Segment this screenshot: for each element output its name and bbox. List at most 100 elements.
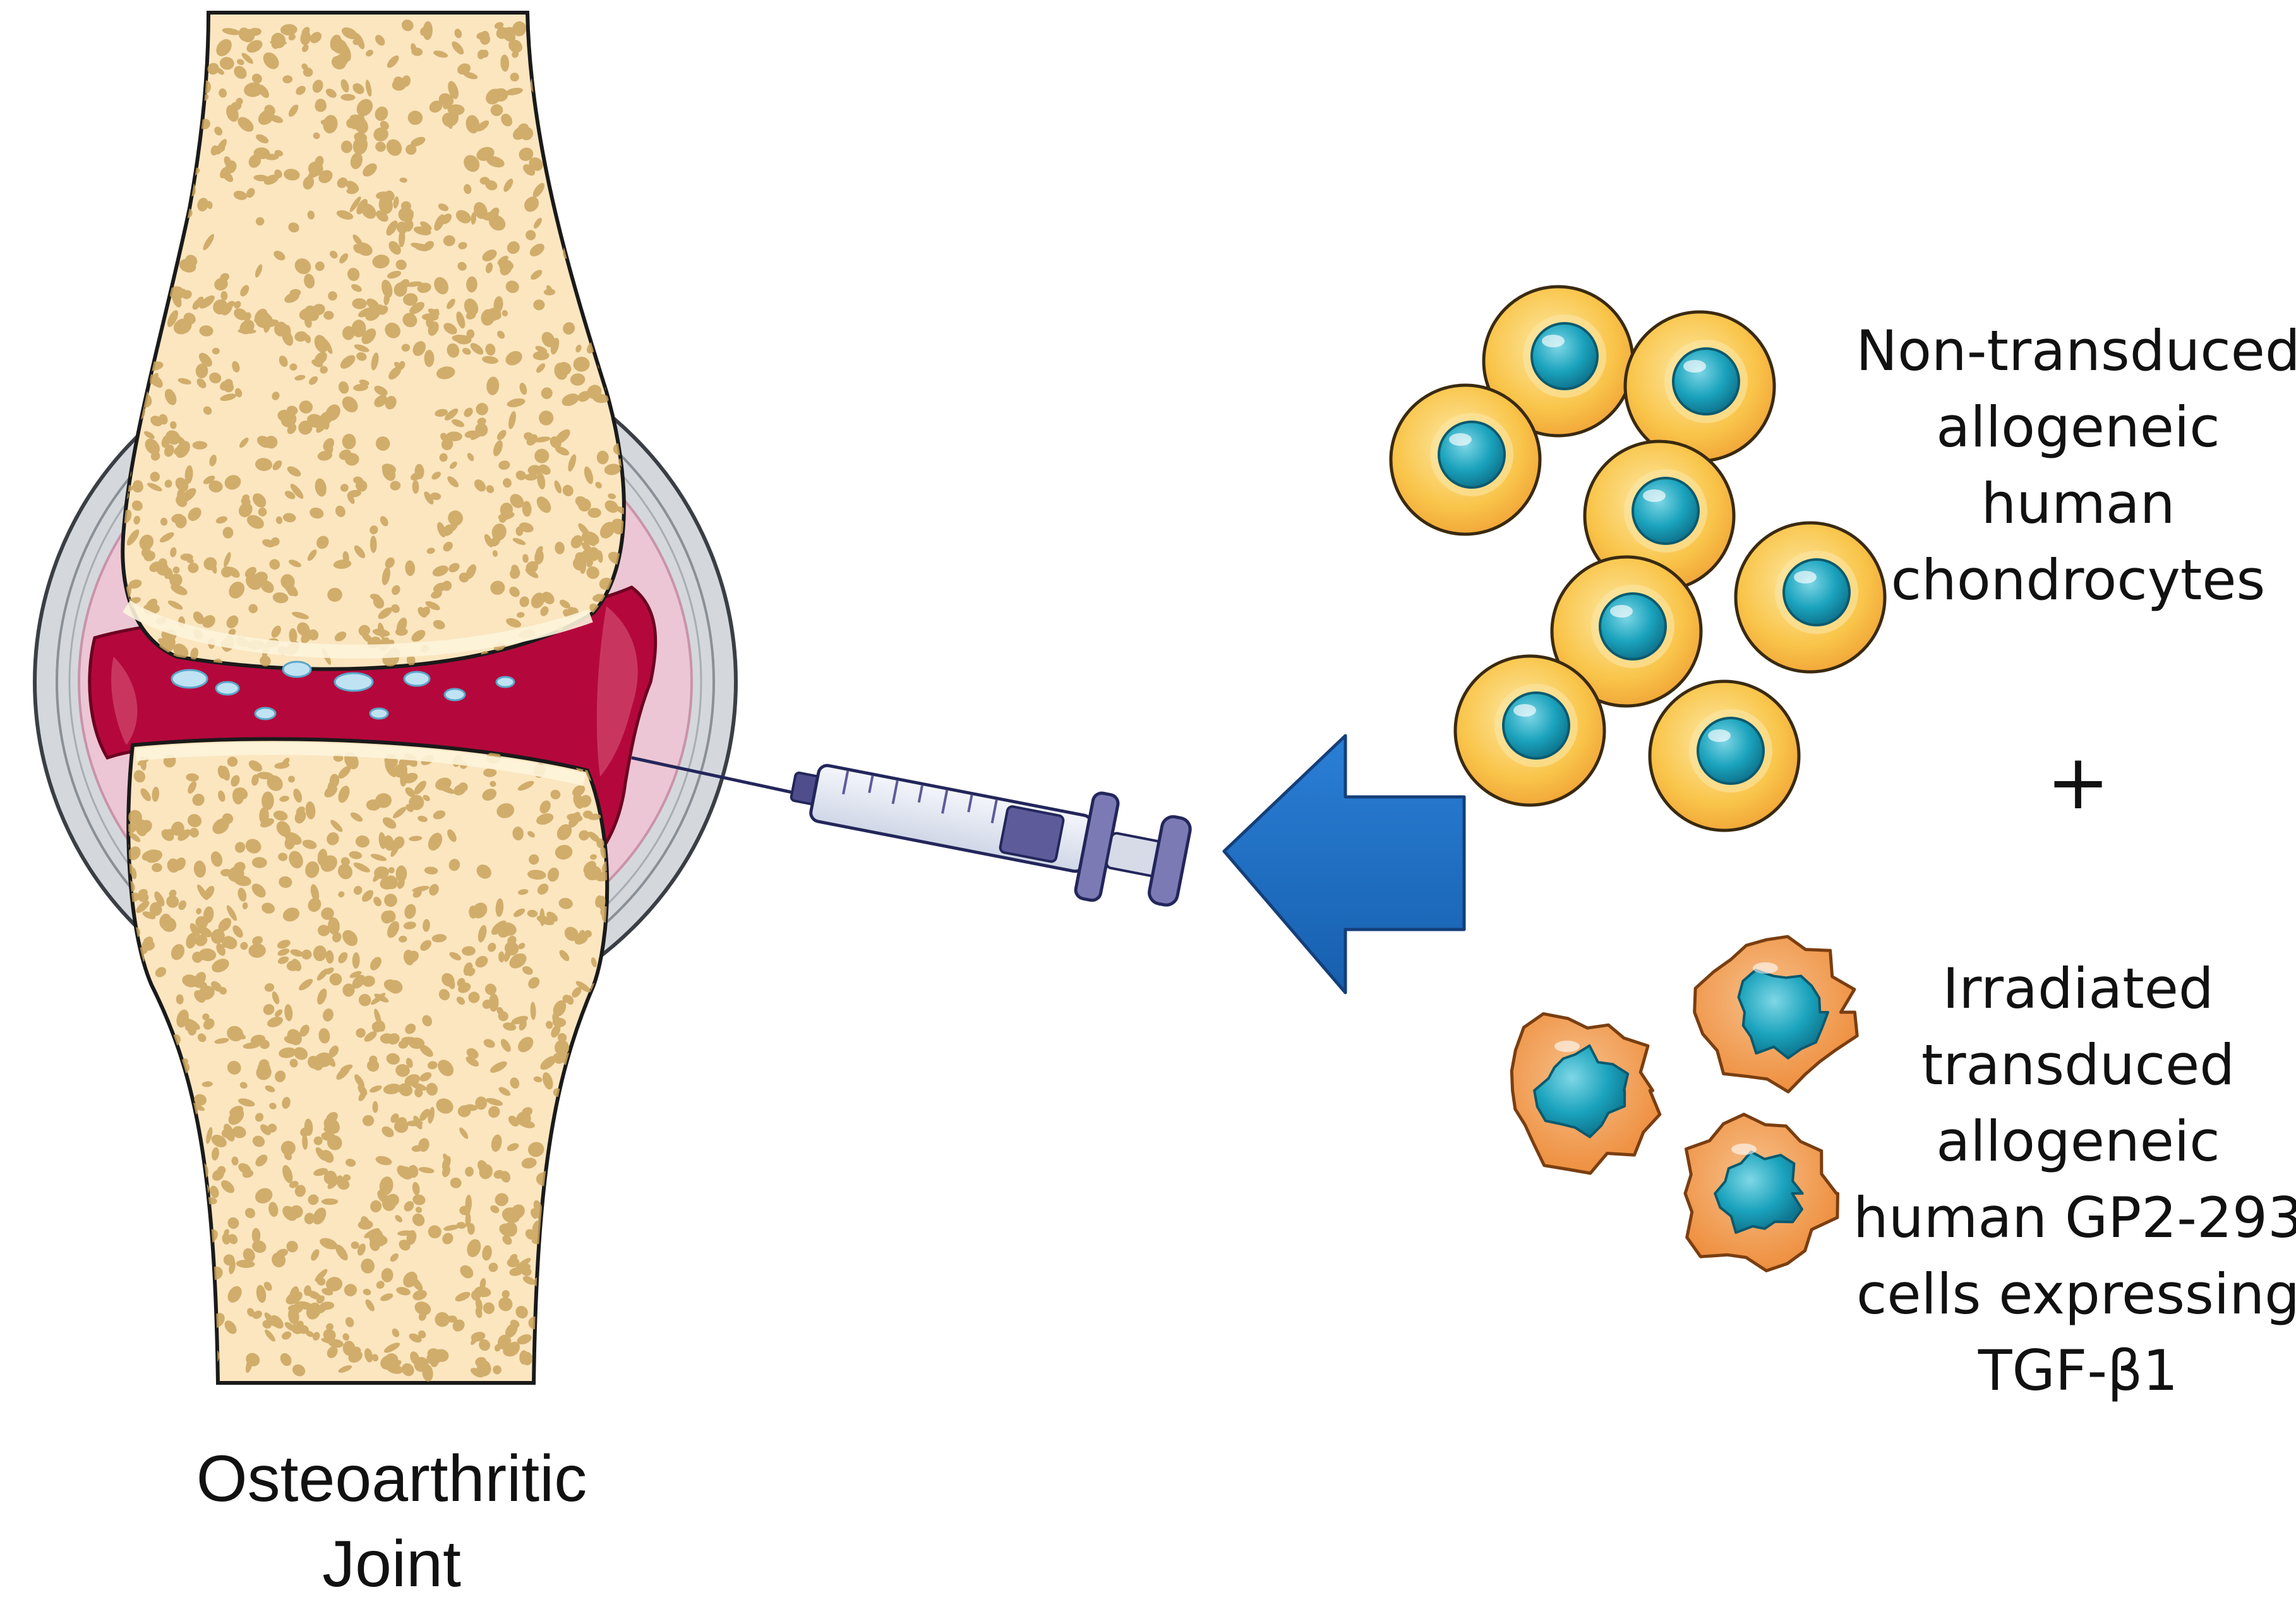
bone-pore xyxy=(301,949,312,960)
bone-pore xyxy=(604,1051,608,1065)
bone-pore xyxy=(201,1081,213,1087)
bone-pore xyxy=(384,190,395,201)
bone-pore xyxy=(458,242,467,249)
bone-pore xyxy=(519,1350,529,1365)
bone-pore xyxy=(147,288,159,297)
bone-pore xyxy=(308,1194,319,1205)
bone-pore xyxy=(289,1181,299,1188)
bone-pore xyxy=(587,508,601,518)
bone-pore xyxy=(591,320,601,328)
bone-pore xyxy=(595,482,602,489)
bone-pore xyxy=(596,1281,608,1292)
gp2-293-cell-icon xyxy=(1693,935,1859,1094)
bone-pore xyxy=(592,120,603,137)
bone-pore xyxy=(477,417,486,426)
bone-pore xyxy=(336,210,354,220)
bone-pore xyxy=(312,1332,320,1341)
bone-pore xyxy=(274,169,282,179)
bone-pore xyxy=(584,43,595,58)
bone-pore xyxy=(307,1290,322,1300)
bone-pore xyxy=(518,1037,534,1053)
bone-pore xyxy=(314,352,327,365)
bone-pore xyxy=(500,1039,511,1052)
bone-pore xyxy=(139,44,146,58)
bone-pore xyxy=(370,525,378,535)
bone-pore xyxy=(143,1137,156,1151)
bone-pore xyxy=(562,995,571,1003)
chondrocyte-nucleus xyxy=(1530,322,1599,390)
bone-pore xyxy=(346,181,359,193)
bone-pore xyxy=(315,99,327,109)
bone-pore xyxy=(275,1009,283,1017)
bone-pore xyxy=(555,1039,570,1056)
bone-pore xyxy=(584,535,596,546)
bone-pore xyxy=(482,999,492,1009)
bone-pore xyxy=(379,1176,394,1195)
bone-pore xyxy=(450,461,457,469)
bone-pore xyxy=(128,1286,132,1304)
bone-pore xyxy=(451,419,465,427)
bone-pore xyxy=(325,88,337,98)
bone-pore xyxy=(517,888,529,895)
bone-pore xyxy=(377,1190,388,1204)
bone-pore xyxy=(213,299,228,314)
bone-pore xyxy=(243,1248,255,1262)
bone-pore xyxy=(431,590,442,599)
bone-pore xyxy=(160,1091,174,1104)
bone-pore xyxy=(572,93,579,101)
bone-pore xyxy=(138,1245,156,1260)
bone-pore xyxy=(229,1115,243,1123)
bone-pore xyxy=(611,132,624,144)
bone-pore xyxy=(171,1135,181,1144)
bone-pore xyxy=(574,1102,586,1111)
bone-pore xyxy=(164,1282,181,1294)
bone-pore xyxy=(339,449,352,460)
bone-pore xyxy=(130,867,137,880)
bone-pore xyxy=(395,1117,407,1128)
bone-pore xyxy=(426,1082,438,1096)
bone-pore xyxy=(212,347,220,355)
bone-pore xyxy=(512,21,527,37)
bone-pore xyxy=(342,326,355,340)
bone-pore xyxy=(604,357,620,373)
bone-pore xyxy=(447,343,460,358)
bone-pore xyxy=(349,851,363,859)
bone-pore xyxy=(317,924,330,936)
bone-pore xyxy=(190,647,198,661)
bone-pore xyxy=(518,943,526,950)
bone-pore xyxy=(414,1356,429,1372)
bone-pore xyxy=(339,253,349,264)
bone-pore xyxy=(559,599,570,609)
bone-pore xyxy=(448,510,463,526)
bone-pore xyxy=(429,883,439,896)
bone-pore xyxy=(296,806,305,815)
bone-pore xyxy=(477,1160,488,1173)
bone-pore xyxy=(203,234,215,251)
bone-pore xyxy=(136,125,152,133)
bone-pore xyxy=(380,1293,394,1301)
bone-pore xyxy=(558,897,573,909)
bone-pore xyxy=(385,1353,399,1366)
bone-pore xyxy=(488,1106,500,1118)
bone-pore xyxy=(129,978,146,989)
bone-pore xyxy=(550,85,560,99)
bone-pore xyxy=(356,352,367,361)
bone-pore xyxy=(587,813,601,820)
bone-pore xyxy=(619,87,624,93)
bone-pore xyxy=(387,270,402,279)
bone-pore xyxy=(284,491,296,499)
bone-pore xyxy=(197,296,204,302)
bone-pore xyxy=(553,124,562,133)
bone-pore xyxy=(255,1154,268,1167)
bone-pore xyxy=(351,284,362,292)
bone-pore xyxy=(383,835,395,851)
bone-pore xyxy=(131,500,143,511)
bone-pore xyxy=(490,1205,500,1214)
bone-pore xyxy=(290,949,304,957)
bone-pore xyxy=(496,429,507,440)
bone-pore xyxy=(128,846,141,861)
bone-pore xyxy=(297,622,310,637)
bone-pore xyxy=(411,47,423,56)
bone-pore xyxy=(287,1029,302,1046)
bone-pore xyxy=(320,1301,335,1310)
